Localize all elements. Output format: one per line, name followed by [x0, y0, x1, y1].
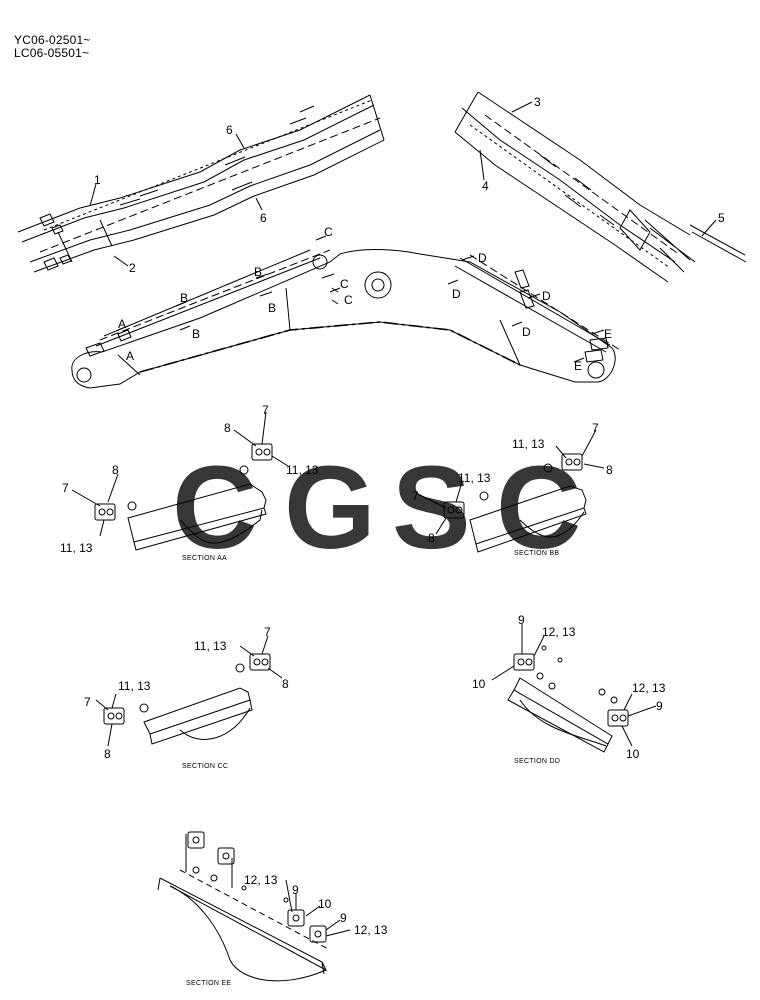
- watermark-letter-c1: C: [172, 442, 257, 574]
- caption-section-dd: SECTION DD: [514, 758, 560, 765]
- callout-cc-11-13-right: 11, 13: [194, 639, 227, 653]
- watermark-letter-g: G: [284, 442, 376, 574]
- boom-outline: [71, 235, 621, 389]
- caption-section-aa: SECTION AA: [182, 555, 227, 562]
- callout-aa-8-right: 8: [224, 421, 231, 435]
- section-dd-drawing: [491, 624, 657, 753]
- caption-section-bb: SECTION BB: [514, 550, 559, 557]
- caption-section-cc: SECTION CC: [182, 763, 228, 770]
- callout-6-top: 6: [226, 123, 233, 137]
- callout-2: 2: [129, 261, 136, 275]
- callout-5: 5: [718, 211, 725, 225]
- callout-ee-10: 10: [318, 897, 332, 911]
- callout-aa-7-right: 7: [262, 403, 269, 417]
- callout-dd-10-top: 10: [472, 677, 486, 691]
- marker-b-2: B: [192, 327, 200, 341]
- section-ee-drawing: [157, 831, 351, 982]
- marker-a-top: A: [118, 317, 126, 331]
- marker-b-1: B: [180, 291, 188, 305]
- callout-cc-8-left: 8: [104, 747, 111, 761]
- marker-a-bottom: A: [126, 349, 134, 363]
- callout-ee-12-13-top: 12, 13: [244, 873, 278, 887]
- marker-b-4: B: [268, 301, 276, 315]
- section-captions: SECTION AA SECTION BB SECTION CC SECTION…: [182, 550, 560, 987]
- marker-c-2: C: [340, 277, 349, 291]
- marker-e-2: E: [574, 359, 582, 373]
- callout-bb-7-left: 7: [412, 489, 419, 503]
- serial-range-1: YC06-02501~: [14, 33, 91, 47]
- callout-aa-11-13-right: 11, 13: [286, 463, 319, 477]
- callout-dd-12-13-bottom: 12, 13: [632, 681, 666, 695]
- callout-6-bottom: 6: [260, 211, 267, 225]
- callout-bb-7-right: 7: [592, 421, 599, 435]
- callout-dd-10-bottom: 10: [626, 747, 640, 761]
- callout-cc-7-right: 7: [264, 625, 271, 639]
- callout-ee-9-bottom: 9: [340, 911, 347, 925]
- callout-aa-11-13-left: 11, 13: [60, 541, 93, 555]
- hose-assembly-upper-left: [17, 94, 385, 273]
- watermark-letter-s: S: [392, 442, 471, 574]
- callout-aa-7-left: 7: [62, 481, 69, 495]
- marker-c-1: C: [324, 225, 333, 239]
- marker-d-2: D: [452, 287, 461, 301]
- marker-c-3: C: [344, 293, 353, 307]
- caption-section-ee: SECTION EE: [186, 980, 231, 987]
- marker-d-4: D: [522, 325, 531, 339]
- callouts: 1 2 6 6 3 4 5 7 8 11, 13 8 7 11, 13 11, …: [60, 95, 725, 937]
- marker-d-1: D: [478, 251, 487, 265]
- callout-cc-8-right: 8: [282, 677, 289, 691]
- section-bb-drawing: [417, 429, 605, 553]
- callout-bb-11-13-left: 11, 13: [458, 471, 491, 485]
- callout-cc-7-left: 7: [84, 695, 91, 709]
- callout-4: 4: [482, 179, 489, 193]
- callout-dd-9-bottom: 9: [656, 699, 663, 713]
- callout-aa-8-left: 8: [112, 463, 119, 477]
- callout-dd-9-top: 9: [518, 613, 525, 627]
- callout-bb-8-left: 8: [428, 531, 435, 545]
- marker-e-1: E: [604, 327, 612, 341]
- section-markers: A A B B B B C C C D D D D E E: [118, 225, 612, 373]
- callout-dd-12-13-top: 12, 13: [542, 625, 576, 639]
- callout-3: 3: [534, 95, 541, 109]
- callout-ee-9-top: 9: [292, 883, 299, 897]
- marker-d-3: D: [542, 289, 551, 303]
- section-aa-drawing: [71, 411, 289, 551]
- hose-assembly-upper-right: [454, 91, 747, 283]
- serial-range-2: LC06-05501~: [14, 46, 90, 60]
- callout-1: 1: [94, 173, 101, 187]
- section-cc-drawing: [95, 635, 283, 747]
- callout-bb-8-right: 8: [606, 463, 613, 477]
- callout-cc-11-13-left: 11, 13: [118, 679, 151, 693]
- watermark: C G S C: [172, 442, 581, 574]
- callout-ee-12-13-bottom: 12, 13: [354, 923, 388, 937]
- callout-bb-11-13-right: 11, 13: [512, 437, 545, 451]
- marker-b-3: B: [254, 265, 262, 279]
- watermark-letter-c2: C: [496, 442, 581, 574]
